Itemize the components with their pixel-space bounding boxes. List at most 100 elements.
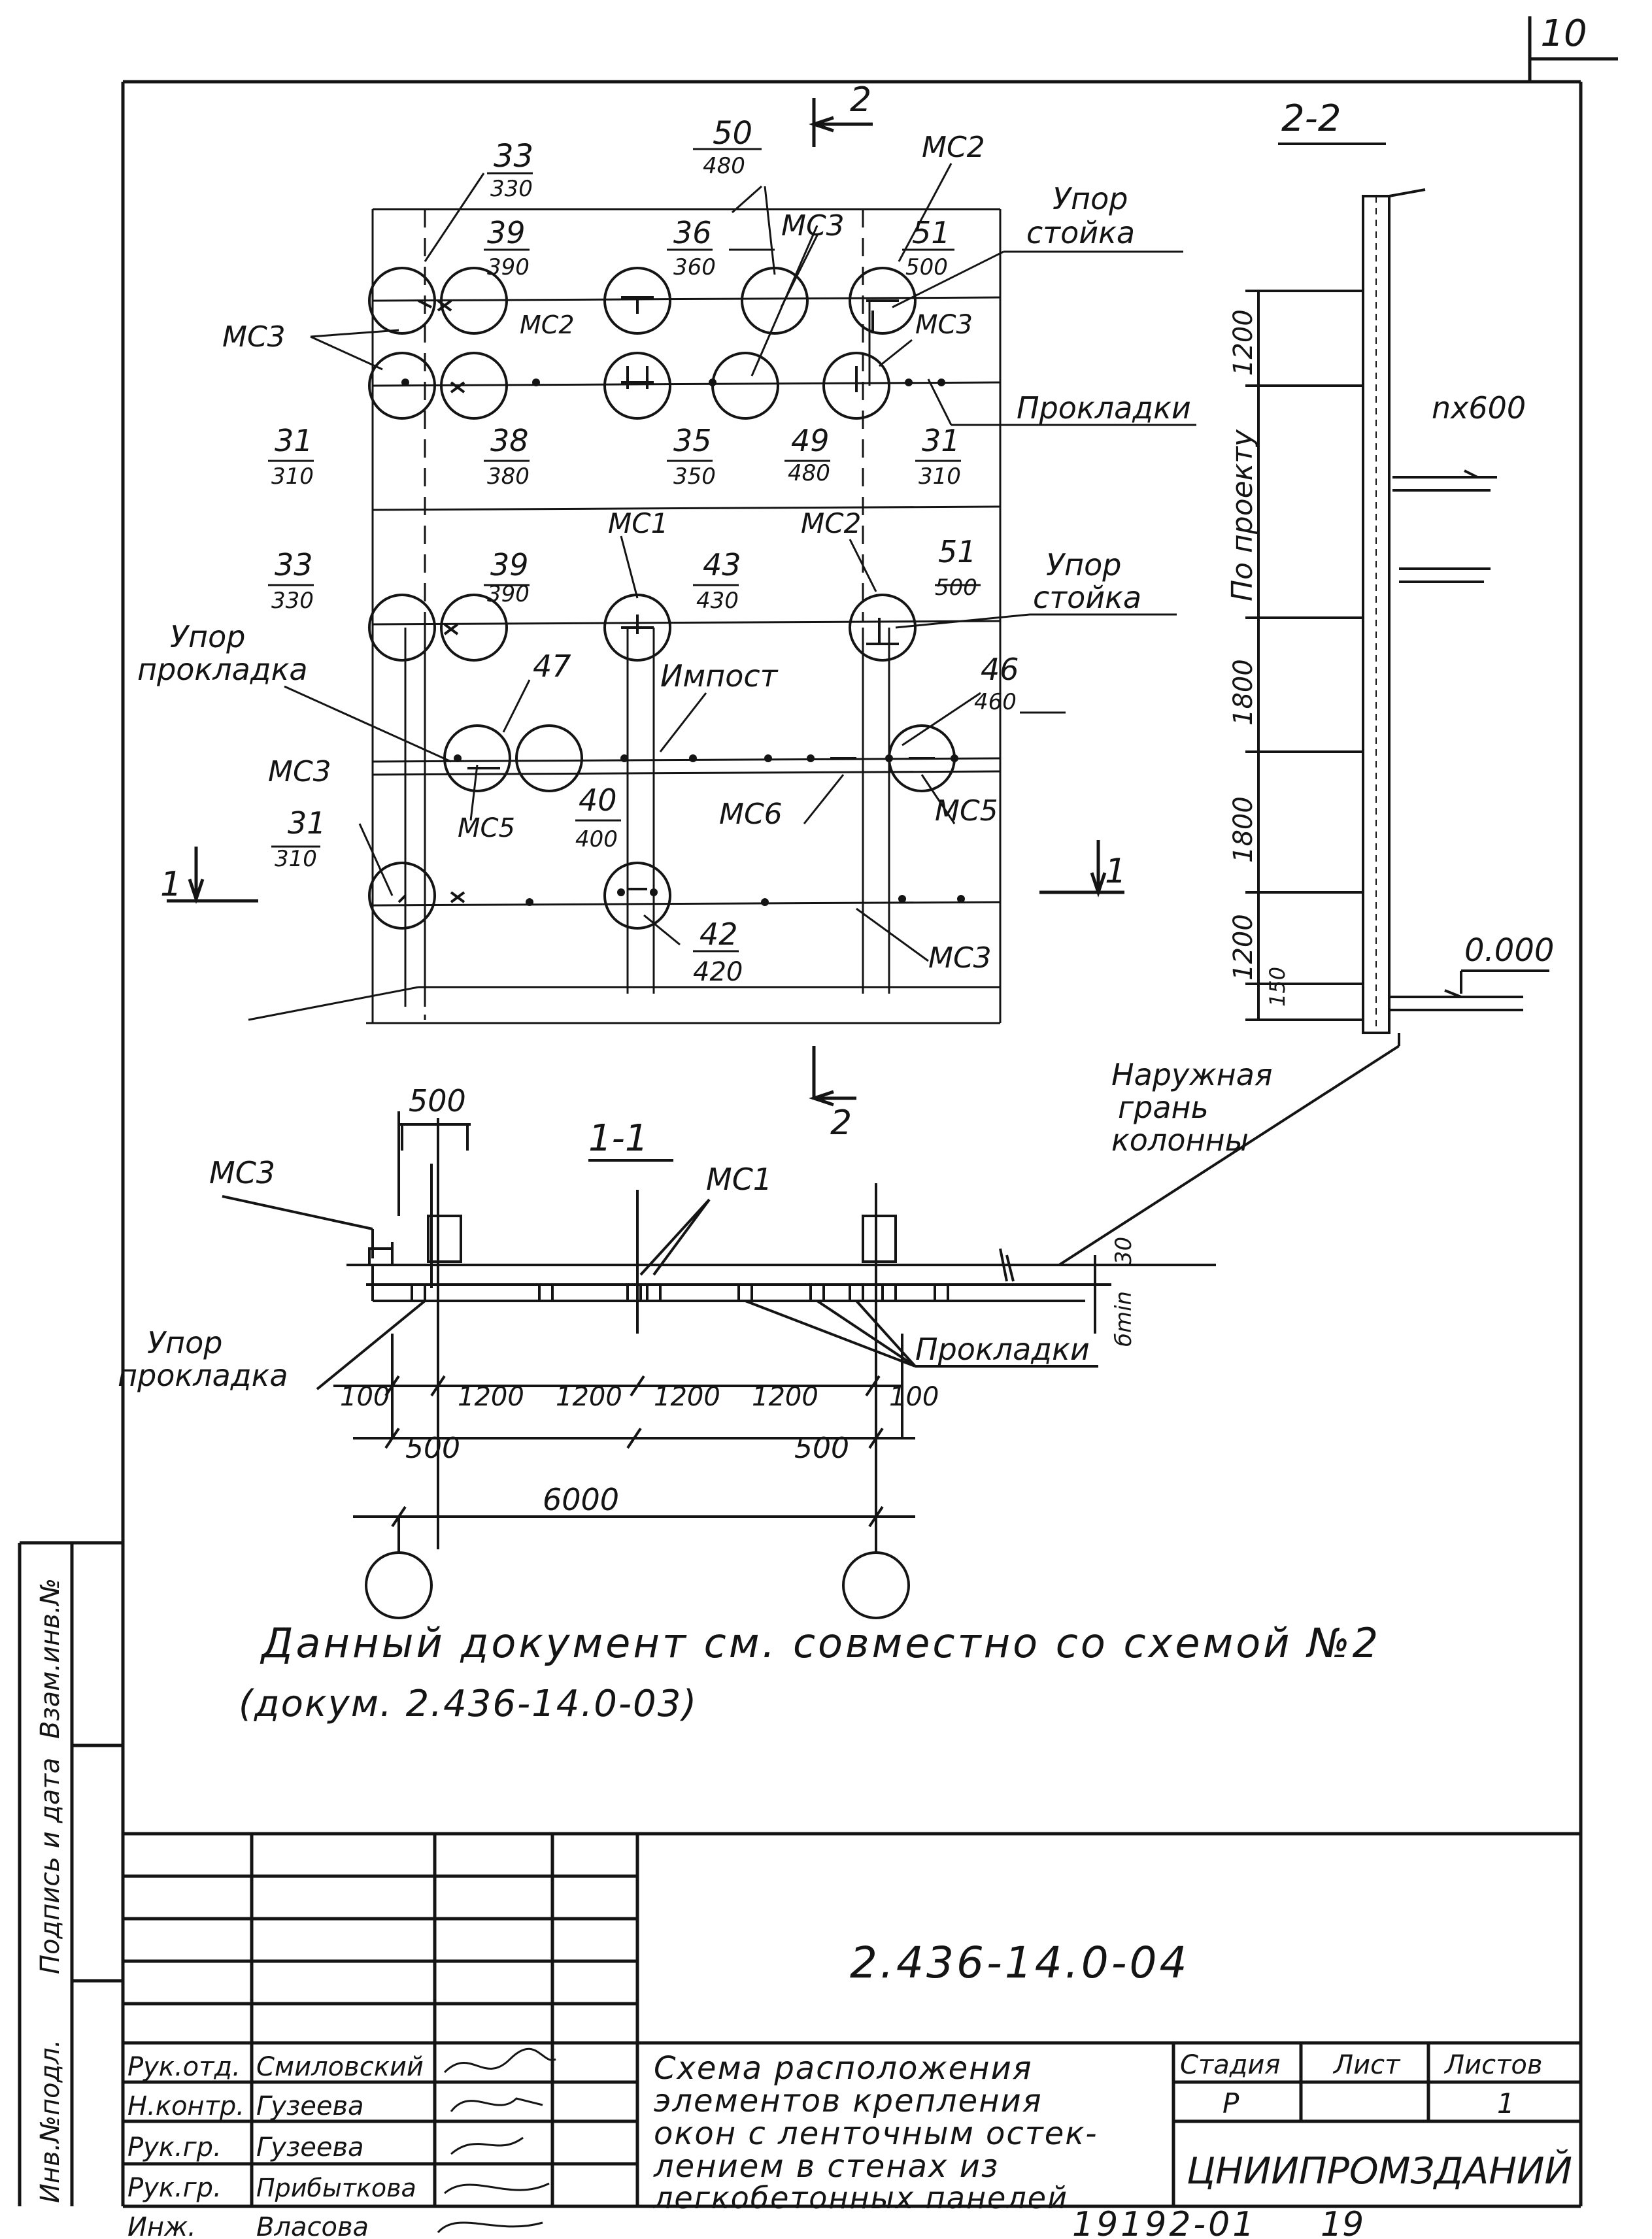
label-42-dim: 420: [693, 957, 743, 987]
label-40-dim: 400: [575, 826, 618, 852]
label-31c-dim: 310: [275, 846, 317, 872]
label-33-dim: 330: [490, 176, 533, 202]
label-upor-stoika-2a: Упор: [1046, 547, 1121, 582]
anchor-circle: [822, 352, 890, 420]
section-2-2-lines: [994, 143, 1549, 1266]
name-5: Власова: [256, 2212, 369, 2239]
title-block: 2.436-14.0-04 Рук.отд. Н.контр. Рук.гр. …: [123, 1832, 1581, 2239]
label-33b-number: 33: [275, 547, 313, 582]
side-field-vzam-inv: Взам.инв.№: [35, 1578, 65, 1739]
role-5: Инж.: [127, 2212, 196, 2239]
stage-value: Р: [1222, 2087, 1239, 2119]
label-43-dim: 430: [696, 588, 739, 614]
fastener-marks: [397, 296, 935, 903]
label-upor-section-a: Упор: [147, 1325, 222, 1360]
role-1: Рук.отд.: [127, 2052, 241, 2082]
note-line-2: (докум. 2.436-14.0-03): [239, 1683, 698, 1725]
signature: [437, 2221, 543, 2233]
label-33b-dim: 330: [271, 588, 314, 614]
label-mc2-top: МС2: [922, 131, 985, 164]
label-36-dim: 360: [673, 254, 716, 280]
label-mc2-mid: МС2: [520, 311, 575, 339]
dim-1200-1: 1200: [458, 1382, 524, 1412]
title-line-3: окон с ленточным остек-: [654, 2115, 1098, 2152]
signature: [450, 2097, 543, 2112]
fastener-dots: [401, 379, 965, 906]
dim-1200-3: 1200: [654, 1382, 720, 1412]
label-mc2-low: МС2: [801, 507, 861, 539]
label-prokladki-top: Прокладки: [1017, 390, 1191, 426]
title-line-4: лением в стенах из: [653, 2148, 999, 2185]
sheets-label: Листов: [1443, 2050, 1542, 2080]
anchor-circle: [603, 862, 671, 930]
signature: [443, 2047, 556, 2074]
role-2: Н.контр.: [127, 2091, 244, 2121]
stage-label: Стадия: [1180, 2050, 1280, 2080]
label-35-dim: 350: [673, 463, 716, 490]
label-mc3-left: МС3: [222, 320, 286, 354]
label-mc3-right: МС3: [915, 310, 973, 340]
label-mc3-low: МС3: [268, 755, 331, 788]
label-42-number: 42: [700, 917, 738, 952]
label-46-dim: 460: [974, 689, 1017, 715]
label-mc6: МС6: [719, 798, 783, 831]
label-mc5-left: МС5: [458, 813, 515, 843]
fraction-bars: [268, 148, 1066, 952]
label-prokladki-section: Прокладки: [915, 1332, 1090, 1367]
anchor-circle: [515, 724, 583, 792]
label-upor-prokladka-a: Упор: [170, 619, 245, 654]
dim-1800-a: 1800: [1228, 659, 1258, 726]
sheet-frame: [121, 16, 1618, 2208]
signatures: [437, 2047, 556, 2233]
label-outer-face-1: Наружная: [1111, 1057, 1273, 1092]
label-upor-stoika-1a: Упор: [1053, 181, 1128, 216]
document-code: 2.436-14.0-04: [850, 1938, 1190, 1988]
label-outer-face-3: колонны: [1111, 1122, 1249, 1158]
dim-100-left: 100: [340, 1382, 390, 1412]
signature: [450, 2136, 524, 2155]
dim-500-left: 500: [405, 1432, 460, 1465]
section-cut-markers: [167, 98, 1124, 1107]
anchor-circles: [368, 267, 956, 930]
dim-1200-2: 1200: [556, 1382, 622, 1412]
label-43-number: 43: [703, 547, 741, 582]
note: Данный документ см. совместно со схемой …: [239, 1619, 1381, 1725]
label-38-dim: 380: [487, 463, 530, 490]
label-51-dim: 500: [905, 254, 948, 280]
anchor-circle: [603, 267, 671, 335]
note-line-1: Данный документ см. совместно со схемой …: [260, 1619, 1381, 1667]
anchor-circle: [440, 352, 508, 420]
side-field-signature-date: Подпись и дата: [35, 1758, 65, 1974]
label-39-number: 39: [487, 215, 526, 250]
label-mc5-right: МС5: [935, 794, 998, 828]
label-47-number: 47: [533, 648, 571, 684]
dim-1200-4: 1200: [752, 1382, 818, 1412]
dim-30: 30: [1111, 1237, 1137, 1265]
section-1-1-lines: [222, 1111, 1216, 1619]
name-3: Гузеева: [256, 2132, 364, 2163]
corner-sheet-mark: 10: [1540, 12, 1587, 55]
title-line-1: Схема расположения: [654, 2050, 1033, 2087]
section-2-2-title: 2-2: [1281, 97, 1341, 140]
sheet-label: Лист: [1332, 2050, 1401, 2080]
anchor-circle: [711, 352, 779, 420]
label-mc3-top: МС3: [781, 209, 845, 243]
label-39b-dim: 390: [487, 581, 530, 607]
label-31-number: 31: [275, 423, 313, 458]
title-line-5: легкобетонных панелей: [653, 2180, 1068, 2215]
label-outer-face-2: грань: [1118, 1090, 1209, 1125]
anchor-circle: [368, 594, 436, 662]
label-31-dim: 310: [271, 463, 314, 490]
elevation-texts: 2 2 1 1 33 330 50 480 МС2 39 390 36 360 …: [137, 80, 1191, 1143]
anchor-circle: [849, 594, 917, 662]
elevation-view: 2 2 1 1 33 330 50 480 МС2 39 390 36 360 …: [137, 80, 1196, 1143]
dim-100-right: 100: [889, 1382, 939, 1412]
signature: [444, 2182, 550, 2195]
label-49-number: 49: [791, 423, 830, 458]
anchor-circle: [603, 352, 671, 420]
label-po-proektu: По проекту: [1226, 429, 1259, 601]
label-40-number: 40: [579, 783, 617, 818]
dim-500-top: 500: [409, 1083, 466, 1119]
label-upor-section-b: прокладка: [118, 1358, 288, 1393]
